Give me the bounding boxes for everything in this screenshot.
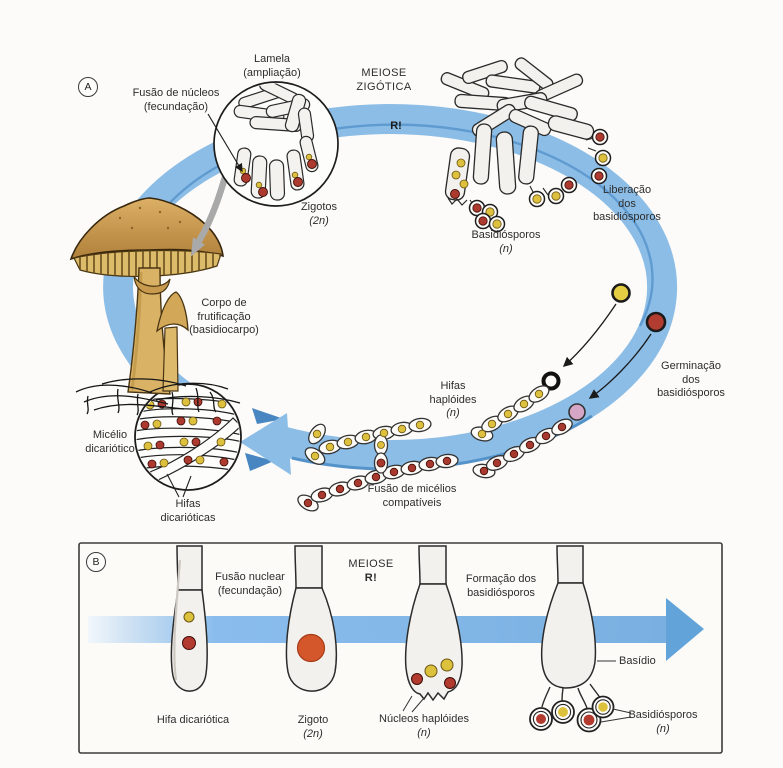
fusao-nucleos-leader-arrow — [207, 113, 243, 173]
basidiospores-b — [529, 695, 615, 733]
cell-zigoto — [285, 545, 338, 692]
arrow-accent-bottom — [245, 453, 274, 471]
haploid-hyphae — [297, 385, 573, 512]
small-mushroom-stem — [162, 326, 179, 392]
basidiospores-double-ring — [468, 128, 612, 233]
mushroom-cap — [69, 197, 224, 261]
panel-b — [78, 542, 723, 754]
label-zigoto-b: Zigoto(2n) — [297, 714, 329, 740]
label-basidiosporos-a: Basidiósporos(n) — [471, 229, 541, 255]
red-basidiospore — [645, 311, 667, 333]
label-hifa-dicariotica-b: Hifa dicariótica — [156, 714, 230, 726]
panel-b-marker: B — [86, 552, 106, 572]
label-basidiosporos-b: Basidiósporos(n) — [628, 709, 698, 735]
label-nucleos-haploides: Núcleos haplóides(n) — [379, 713, 469, 739]
germination-arrow-1 — [562, 303, 617, 367]
yellow-basidiospore — [611, 283, 631, 303]
label-r-meiosis: R! — [390, 120, 402, 132]
cell-basidio — [529, 545, 632, 733]
germinating-spore-ring — [541, 371, 561, 391]
cell-hifa-dicariotica — [170, 545, 208, 692]
panel-b-arrowhead — [666, 598, 704, 661]
germination-arrow-2 — [588, 333, 652, 399]
hypha-nuclei — [303, 389, 567, 508]
mycelium-roots — [75, 378, 241, 416]
label-fusao-nuclear: Fusão nuclear(fecundação) — [215, 571, 285, 597]
label-basidio: Basídio — [619, 655, 656, 667]
cycle-arrowhead — [240, 413, 291, 475]
cap-speckles — [118, 206, 182, 230]
small-mushroom-cap — [156, 291, 189, 333]
cell-nucleos-haploides — [402, 545, 463, 713]
label-zigotos: Zigotos(2n) — [300, 201, 338, 227]
label-fusao-de-nucleos: Fusão de núcleos(fecundação) — [132, 87, 220, 113]
lamella-circle — [207, 81, 339, 207]
mushroom — [69, 197, 241, 416]
panel-a-marker: A — [78, 77, 98, 97]
mycelium-circle — [134, 383, 242, 498]
dikaryotic-nuclei-dots — [140, 397, 229, 469]
mushroom-ring — [133, 275, 171, 295]
zygote-nuclei — [239, 153, 317, 197]
label-lamela: Lamela(ampliação) — [243, 53, 301, 79]
hifas-dicarioticas-leader-lines — [166, 473, 192, 498]
basidiosporos-leader-lines — [600, 708, 632, 723]
basidium-internal-nuclei — [450, 158, 469, 199]
released-spores — [541, 283, 667, 421]
germinating-spore-pink — [568, 403, 586, 421]
basidia-cluster — [440, 57, 612, 233]
